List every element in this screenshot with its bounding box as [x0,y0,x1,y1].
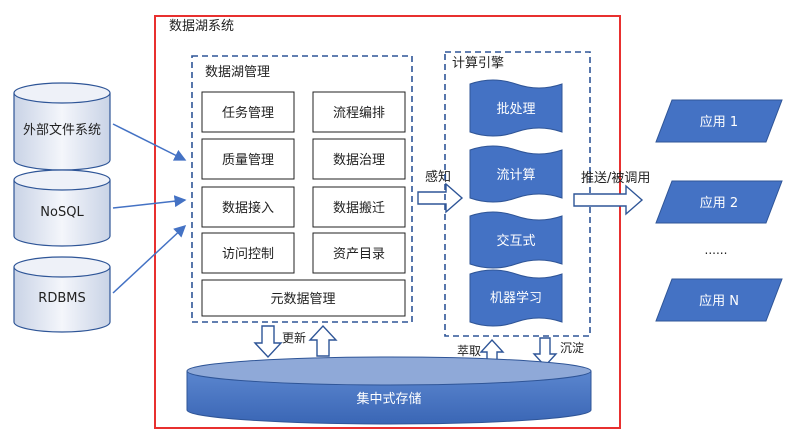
svg-text:应用 2: 应用 2 [700,195,738,211]
svg-text:机器学习: 机器学习 [490,290,542,306]
source-external-fs: 外部文件系统 [13,82,111,171]
management-item: 流程编排 [312,91,406,133]
management-item: 资产目录 [312,232,406,274]
sediment-label: 沉淀 [560,341,584,355]
svg-text:任务管理: 任务管理 [222,105,274,121]
arrow-external-to-management [112,123,187,161]
management-item: 数据治理 [312,138,406,180]
engine-title: 计算引擎 [452,56,504,71]
central-storage-label: 集中式存储 [356,391,421,407]
management-item: 访问控制 [201,232,295,274]
engine-item-stream: 流计算 [469,145,563,203]
svg-text:访问控制: 访问控制 [222,247,274,262]
apps-ellipsis: ...... [705,243,728,257]
management-item: 质量管理 [201,138,295,180]
svg-text:流程编排: 流程编排 [333,106,385,121]
system-title: 数据湖系统 [169,19,234,34]
engine-item-batch: 批处理 [469,79,563,137]
engine-item-interactive: 交互式 [469,211,563,269]
app-2: 应用 2 [655,180,783,224]
arrow-rdbms-to-management [112,224,187,294]
update-arrow-up-icon [308,324,338,357]
svg-text:资产目录: 资产目录 [333,247,385,262]
svg-text:应用 N: 应用 N [699,293,739,309]
svg-text:流计算: 流计算 [496,168,535,183]
push-arrow-icon [573,184,644,216]
svg-text:元数据管理: 元数据管理 [270,292,335,307]
central-storage: 集中式存储 [186,356,592,425]
svg-text:应用 1: 应用 1 [700,114,738,130]
svg-text:质量管理: 质量管理 [222,153,274,168]
svg-text:数据治理: 数据治理 [333,153,385,168]
perceive-label: 感知 [425,169,451,185]
update-label: 更新 [282,330,306,345]
metadata-management: 元数据管理 [201,279,406,317]
source-label: RDBMS [38,291,85,306]
management-item: 任务管理 [201,91,295,133]
extract-label: 萃取 [457,344,481,358]
update-arrow-down-icon [253,325,283,359]
source-label: NoSQL [40,205,84,220]
source-nosql: NoSQL [13,169,111,247]
source-rdbms: RDBMS [13,256,111,333]
svg-text:交互式: 交互式 [496,233,535,249]
management-title: 数据湖管理 [205,65,270,80]
engine-item-ml: 机器学习 [469,269,563,327]
management-panel [191,55,413,323]
management-item: 数据接入 [201,186,295,228]
app-1: 应用 1 [655,99,783,143]
arrow-nosql-to-management [112,195,187,209]
push-label: 推送/被调用 [581,171,650,186]
svg-text:批处理: 批处理 [496,102,535,117]
svg-text:数据接入: 数据接入 [222,200,274,216]
perceive-arrow-icon [417,182,464,214]
system-frame [154,15,621,429]
management-item: 数据搬迁 [312,186,406,228]
svg-text:数据搬迁: 数据搬迁 [333,201,385,216]
sediment-arrow-down-icon [532,337,558,368]
source-label: 外部文件系统 [23,123,101,138]
engine-panel [444,51,591,337]
app-n: 应用 N [655,278,783,322]
